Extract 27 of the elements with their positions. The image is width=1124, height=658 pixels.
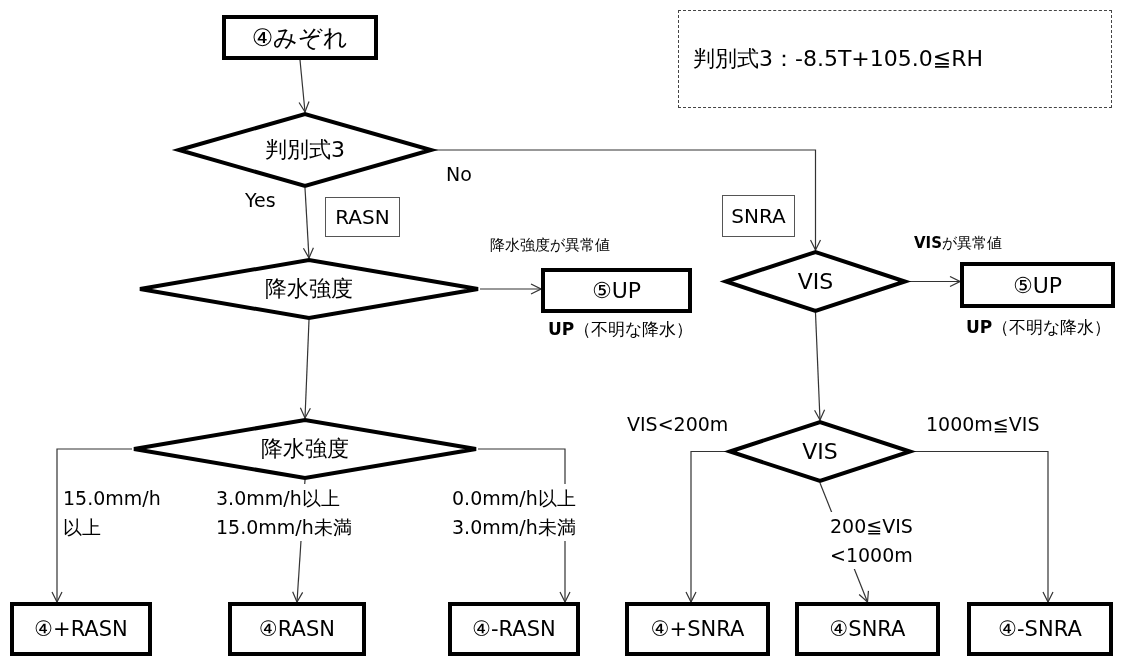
arrow xyxy=(51,448,133,603)
arrow xyxy=(299,319,311,419)
category-tag: SNRA xyxy=(722,195,795,237)
category-tag: RASN xyxy=(325,197,400,237)
result-box: ④RASN xyxy=(228,602,366,656)
result-box: ⑤UP xyxy=(960,262,1115,308)
condition-note: 降水強度が異常値 xyxy=(490,236,610,255)
caption-text: UP（不明な降水） xyxy=(966,316,1112,339)
result-box: ④-RASN xyxy=(448,602,580,656)
arrow xyxy=(479,283,542,295)
result-box: ④SNRA xyxy=(795,602,940,656)
condition-note: VISが異常値 xyxy=(914,234,1002,253)
decision-label: 降水強度 xyxy=(265,275,353,303)
formula-box: 判別式3：-8.5T+105.0≦RH xyxy=(678,10,1112,108)
arrow xyxy=(302,187,314,259)
arrow xyxy=(298,59,310,113)
arrow xyxy=(814,312,826,421)
decision-label: VIS xyxy=(797,269,834,294)
decision-label: VIS xyxy=(802,439,838,464)
decision-label: 判別式3 xyxy=(265,136,345,164)
result-box: ④-SNRA xyxy=(967,602,1113,656)
caption-text: UP（不明な降水） xyxy=(548,318,694,341)
result-box: ⑤UP xyxy=(541,268,692,313)
result-box: ④みぞれ xyxy=(222,15,378,60)
result-box: ④+SNRA xyxy=(625,602,770,656)
result-box: ④+RASN xyxy=(10,602,152,656)
decision-label: 降水強度 xyxy=(261,435,349,463)
